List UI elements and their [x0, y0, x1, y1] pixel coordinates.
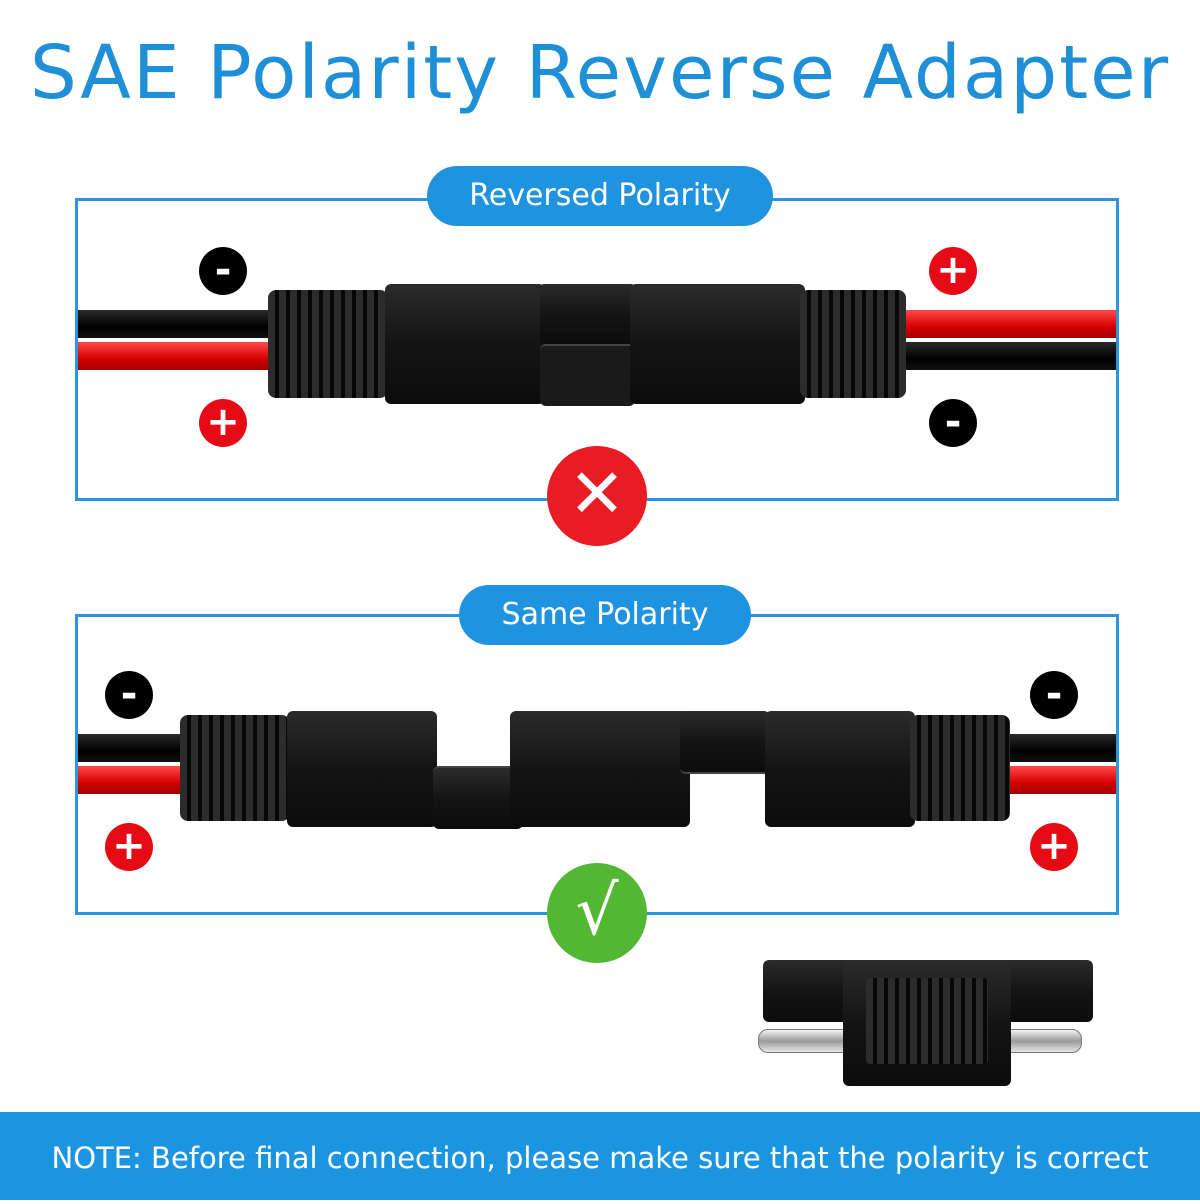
positive-wire-right	[900, 310, 1116, 338]
same-polarity-label: Same Polarity	[459, 585, 751, 645]
correct-check-icon: √	[547, 863, 647, 963]
positive-wire-right	[1000, 766, 1116, 794]
sae-latch-right	[540, 344, 635, 406]
sae-latch-right	[680, 711, 770, 774]
page-title: SAE Polarity Reverse Adapter	[29, 30, 1171, 116]
sae-latch-left	[540, 284, 635, 344]
plus-icon: +	[929, 247, 977, 295]
negative-wire-left	[78, 310, 278, 338]
minus-icon: -	[105, 671, 153, 719]
sae-coupler	[510, 711, 690, 827]
wrong-x-icon: ✕	[547, 446, 647, 546]
negative-wire-right	[900, 342, 1116, 370]
sae-connector-right	[630, 284, 805, 404]
plus-icon: +	[199, 399, 247, 447]
sae-connector-left	[287, 711, 437, 827]
negative-wire-right	[1000, 734, 1116, 762]
sae-latch-left	[433, 766, 523, 829]
minus-icon: -	[199, 247, 247, 295]
plus-icon: +	[105, 823, 153, 871]
reversed-polarity-label: Reversed Polarity	[427, 166, 773, 226]
connector-boot-right	[800, 290, 906, 398]
positive-wire-left	[78, 342, 278, 370]
connector-boot-right	[910, 715, 1010, 821]
sae-connector-left	[385, 284, 545, 404]
sae-connector-right	[765, 711, 915, 827]
adapter-grip	[866, 978, 988, 1064]
negative-wire-left	[78, 734, 188, 762]
connector-boot-left	[180, 715, 290, 821]
connector-boot-left	[268, 290, 388, 398]
minus-icon: -	[929, 399, 977, 447]
positive-wire-left	[78, 766, 188, 794]
minus-icon: -	[1030, 671, 1078, 719]
polarity-note: NOTE: Before final connection, please ma…	[0, 1112, 1200, 1200]
plus-icon: +	[1030, 823, 1078, 871]
